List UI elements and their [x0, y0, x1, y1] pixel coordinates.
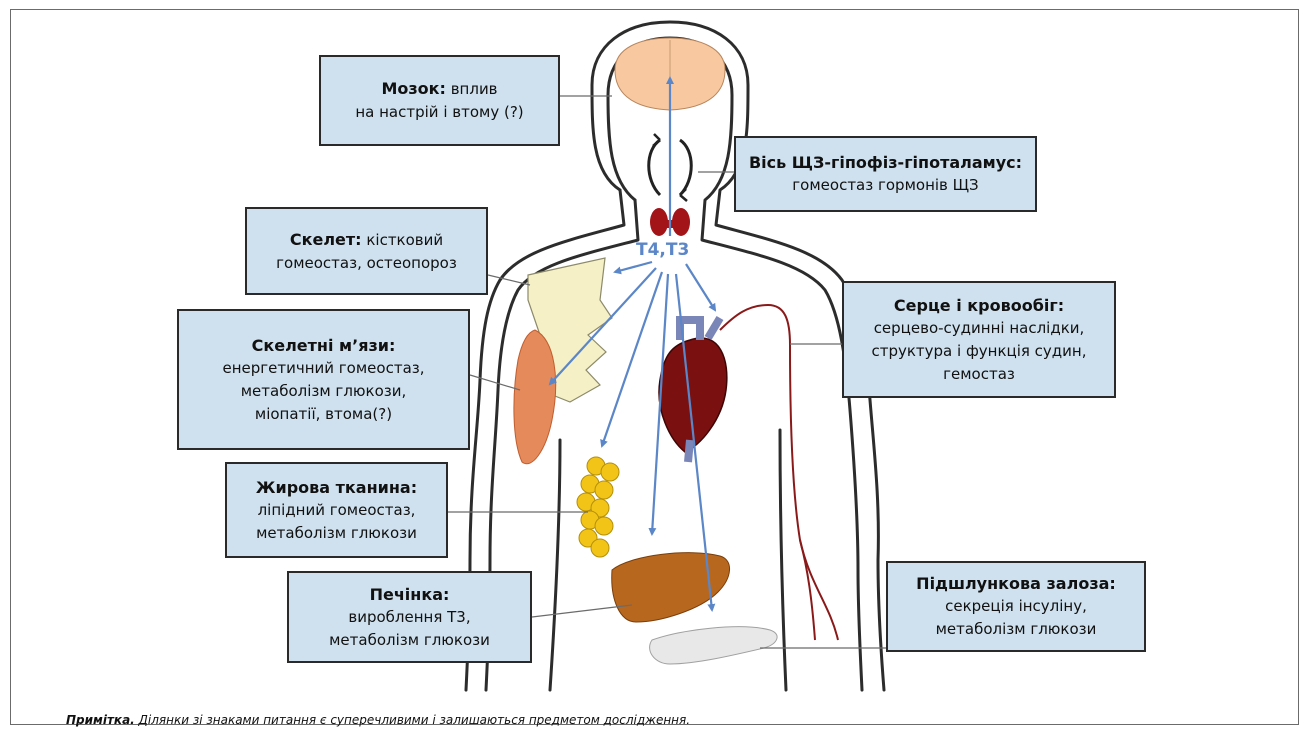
liver-box: Печінка: вироблення Т3, метаболізм глюко… [287, 571, 532, 663]
heart-line3: гемостаз [943, 363, 1015, 386]
footnote-label: Примітка. [66, 713, 135, 727]
heart-box: Серце і кровообіг: серцево-судинні наслі… [842, 281, 1116, 398]
liver-title: Печінка: [370, 583, 450, 606]
fat-box: Жирова тканина: ліпідний гомеостаз, мета… [225, 462, 448, 558]
pancreas-line1: секреція інсуліну, [945, 595, 1087, 618]
skeleton-box: Скелет: кістковий гомеостаз, остеопороз [245, 207, 488, 295]
heart-line1: серцево-судинні наслідки, [874, 317, 1085, 340]
footnote: Примітка. Ділянки зі знаками питання є с… [66, 713, 690, 727]
liver-line2: метаболізм глюкози [329, 629, 490, 652]
fat-cells [577, 457, 619, 557]
muscles-line3: міопатії, втома(?) [255, 403, 392, 426]
skeleton-title: Скелет: [290, 230, 362, 249]
liver-shape [612, 553, 730, 622]
muscles-line2: метаболізм глюкози, [241, 380, 407, 403]
pancreas-title: Підшлункова залоза: [916, 572, 1116, 595]
hormone-label: T4,T3 [636, 240, 689, 260]
axis-line1: гомеостаз гормонів ЩЗ [792, 174, 978, 197]
fat-line1: ліпідний гомеостаз, [258, 499, 416, 522]
fat-title: Жирова тканина: [256, 476, 417, 499]
liver-line1: вироблення Т3, [348, 606, 470, 629]
axis-box: Вісь ЩЗ-гіпофіз-гіпоталамус: гомеостаз г… [734, 136, 1037, 212]
muscles-line1: енергетичний гомеостаз, [222, 357, 424, 380]
brain-title: Мозок: [381, 79, 445, 98]
muscles-title: Скелетні м’язи: [252, 334, 396, 357]
skeleton-line1: кістковий [366, 231, 443, 249]
brain-line1: вплив [451, 80, 498, 98]
muscle-shape [514, 330, 556, 464]
pancreas-box: Підшлункова залоза: секреція інсуліну, м… [886, 561, 1146, 652]
heart-line2: структура і функція судин, [871, 340, 1086, 363]
brain-box: Мозок: вплив на настрій і втому (?) [319, 55, 560, 146]
heart-title: Серце і кровообіг: [894, 294, 1064, 317]
skeleton-line2: гомеостаз, остеопороз [276, 252, 457, 275]
fat-line2: метаболізм глюкози [256, 522, 417, 545]
pancreas-shape [650, 627, 778, 664]
brain-line2: на настрій і втому (?) [355, 101, 523, 124]
pancreas-line2: метаболізм глюкози [936, 618, 1097, 641]
muscles-box: Скелетні м’язи: енергетичний гомеостаз, … [177, 309, 470, 450]
footnote-text: Ділянки зі знаками питання є суперечливи… [135, 713, 690, 727]
axis-title: Вісь ЩЗ-гіпофіз-гіпоталамус: [749, 151, 1022, 174]
